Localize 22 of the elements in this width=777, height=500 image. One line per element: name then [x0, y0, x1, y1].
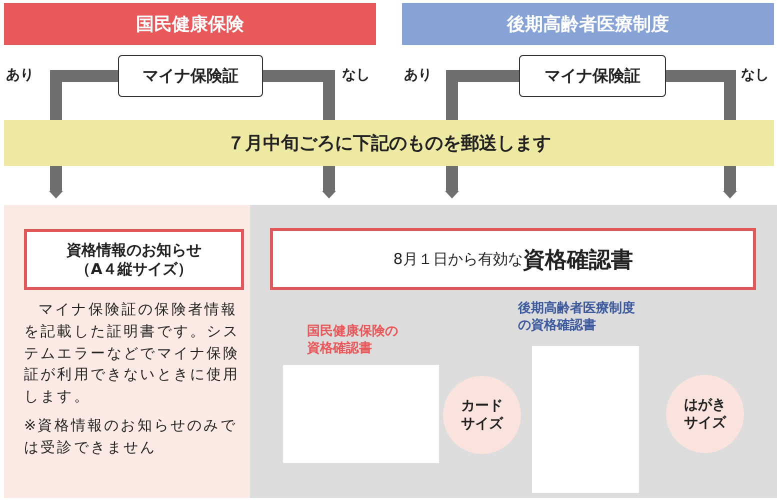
notice-band: ７月中旬ごろに下記のものを郵送します: [4, 120, 774, 166]
card-box: マイナ保険証: [519, 55, 666, 97]
info-panel: [250, 205, 777, 498]
size-badge: カードサイズ: [443, 376, 521, 454]
edge-label: なし: [342, 66, 370, 84]
arrow: [49, 166, 63, 199]
note-text: ※資格情報のお知らせのみでは受診できません: [24, 417, 238, 458]
header-band: 国民健康保険: [4, 3, 376, 45]
edge-label: あり: [404, 66, 432, 84]
card-caption: 国民健康保険の資格確認書: [307, 324, 399, 358]
info-panel: [4, 205, 250, 498]
arrow: [322, 166, 336, 199]
arrow: [723, 166, 737, 199]
header-band: 後期高齢者医療制度: [402, 3, 774, 45]
document-title-box: 資格情報のお知らせ（A４縦サイズ）: [24, 229, 244, 290]
description-text: マイナ保険証の保険者情報を記載した証明書です。システムエラーなどでマイナ保険証が利用できないときに使用します。: [24, 301, 241, 407]
card-box: マイナ保険証: [118, 55, 263, 97]
arrow: [445, 166, 459, 199]
size-badge: はがきサイズ: [666, 375, 744, 453]
edge-label: なし: [741, 66, 769, 84]
edge-label: あり: [6, 66, 34, 84]
card-caption: 後期高齢者医療制度の資格確認書: [518, 301, 636, 335]
